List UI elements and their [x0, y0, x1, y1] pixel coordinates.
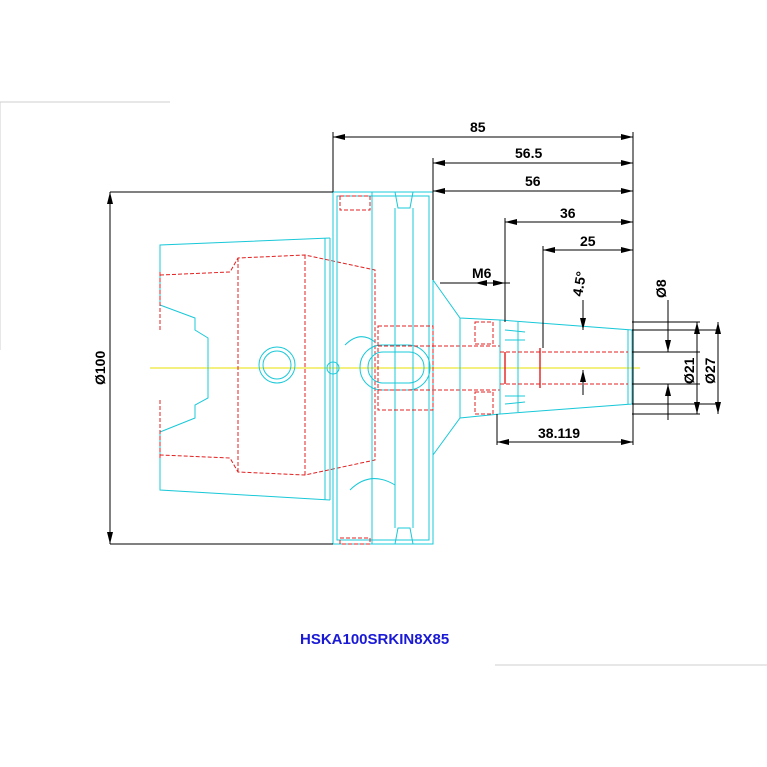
dim-nose-diameter-2: Ø27 [702, 357, 718, 384]
dim-nose-length: 38.119 [538, 425, 580, 441]
dimension-arrows [107, 134, 721, 544]
dim-length-4: 25 [580, 233, 596, 249]
dim-taper-angle: 4.5° [569, 270, 589, 297]
dim-thread: M6 [472, 265, 492, 281]
dimension-lines [109, 132, 720, 545]
shank-hidden-lines [159, 254, 376, 476]
dim-bore-diameter: Ø8 [653, 279, 669, 298]
frame-lines [0, 101, 767, 666]
dim-flange-diameter: Ø100 [92, 351, 108, 385]
dim-length-2: 56 [525, 173, 541, 189]
flange-outline [326, 191, 434, 545]
flange-hidden-lines [339, 195, 500, 545]
dim-total-length: 85 [470, 119, 486, 135]
nose-outline [432, 279, 633, 456]
hsk-shank-outline [159, 237, 331, 501]
nose-hidden-lines [474, 321, 628, 415]
drawing-title: HSKA100SRKIN8X85 [300, 631, 449, 648]
dim-length-1: 56.5 [515, 145, 542, 161]
dim-length-3: 36 [560, 205, 576, 221]
dim-nose-diameter-1: Ø21 [681, 357, 697, 384]
